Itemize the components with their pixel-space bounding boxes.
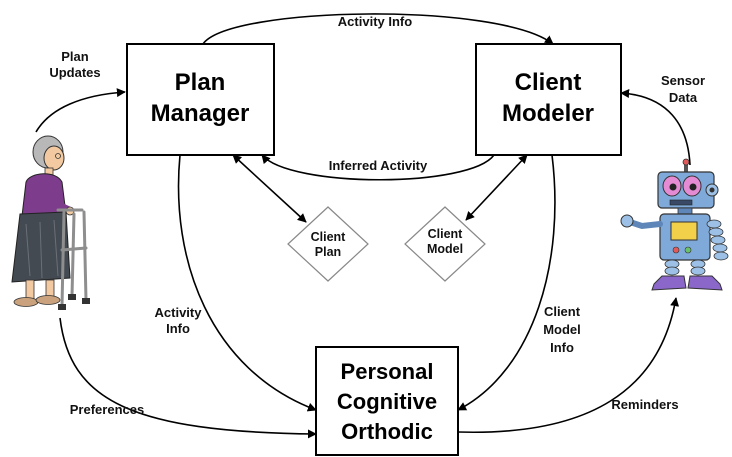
client-model-info-label-line3: Info — [550, 340, 574, 355]
plan-to-client-plan-arrow — [232, 154, 307, 223]
client-model-info-arrow — [457, 154, 556, 411]
activity-info-left-label-line1: Activity — [155, 305, 203, 320]
activity-info-left-arrow — [177, 154, 317, 412]
elderly-woman-with-walker-icon — [11, 135, 90, 310]
plan-updates-label-line2: Updates — [49, 65, 100, 80]
reminders-label: Reminders — [611, 397, 678, 412]
client-model-line2: Model — [427, 242, 463, 256]
client-plan-diamond: Client Plan — [287, 206, 369, 282]
plan-updates-label-line1: Plan — [61, 49, 89, 64]
client-modeler-line2: Modeler — [502, 100, 594, 127]
client-model-info-label-line1: Client — [544, 304, 581, 319]
client-model-info-label-line2: Model — [543, 322, 581, 337]
pco-line2: Cognitive — [337, 389, 437, 414]
plan-manager-box: Plan Manager — [126, 43, 275, 156]
activity-info-top-arrow — [202, 13, 554, 45]
plan-updates-arrow — [35, 88, 126, 133]
client-modeler-box: Client Modeler — [475, 43, 622, 156]
pco-line1: Personal — [341, 359, 434, 384]
activity-info-left-label-line2: Info — [166, 321, 190, 336]
sensor-data-label-line2: Data — [669, 90, 698, 105]
reminders-arrow — [457, 297, 680, 434]
sensor-data-arrow — [620, 89, 691, 166]
preferences-label: Preferences — [70, 402, 144, 417]
client-model-diamond: Client Model — [404, 206, 486, 282]
robot-icon — [620, 158, 729, 291]
plan-manager-line1: Plan — [175, 69, 226, 96]
personal-cognitive-orthodic-box: Personal Cognitive Orthodic — [315, 346, 459, 456]
client-modeler-line1: Client — [515, 69, 582, 96]
client-plan-line1: Client — [311, 230, 347, 244]
client-plan-line2: Plan — [315, 245, 341, 259]
client-model-line1: Client — [428, 227, 464, 241]
plan-manager-line2: Manager — [151, 100, 250, 127]
preferences-arrow — [59, 317, 317, 439]
inferred-activity-label: Inferred Activity — [329, 158, 428, 173]
sensor-data-label-line1: Sensor — [661, 73, 705, 88]
modeler-to-client-model-arrow — [465, 154, 528, 221]
pco-line3: Orthodic — [341, 419, 433, 444]
activity-info-top-label: Activity Info — [338, 14, 412, 29]
